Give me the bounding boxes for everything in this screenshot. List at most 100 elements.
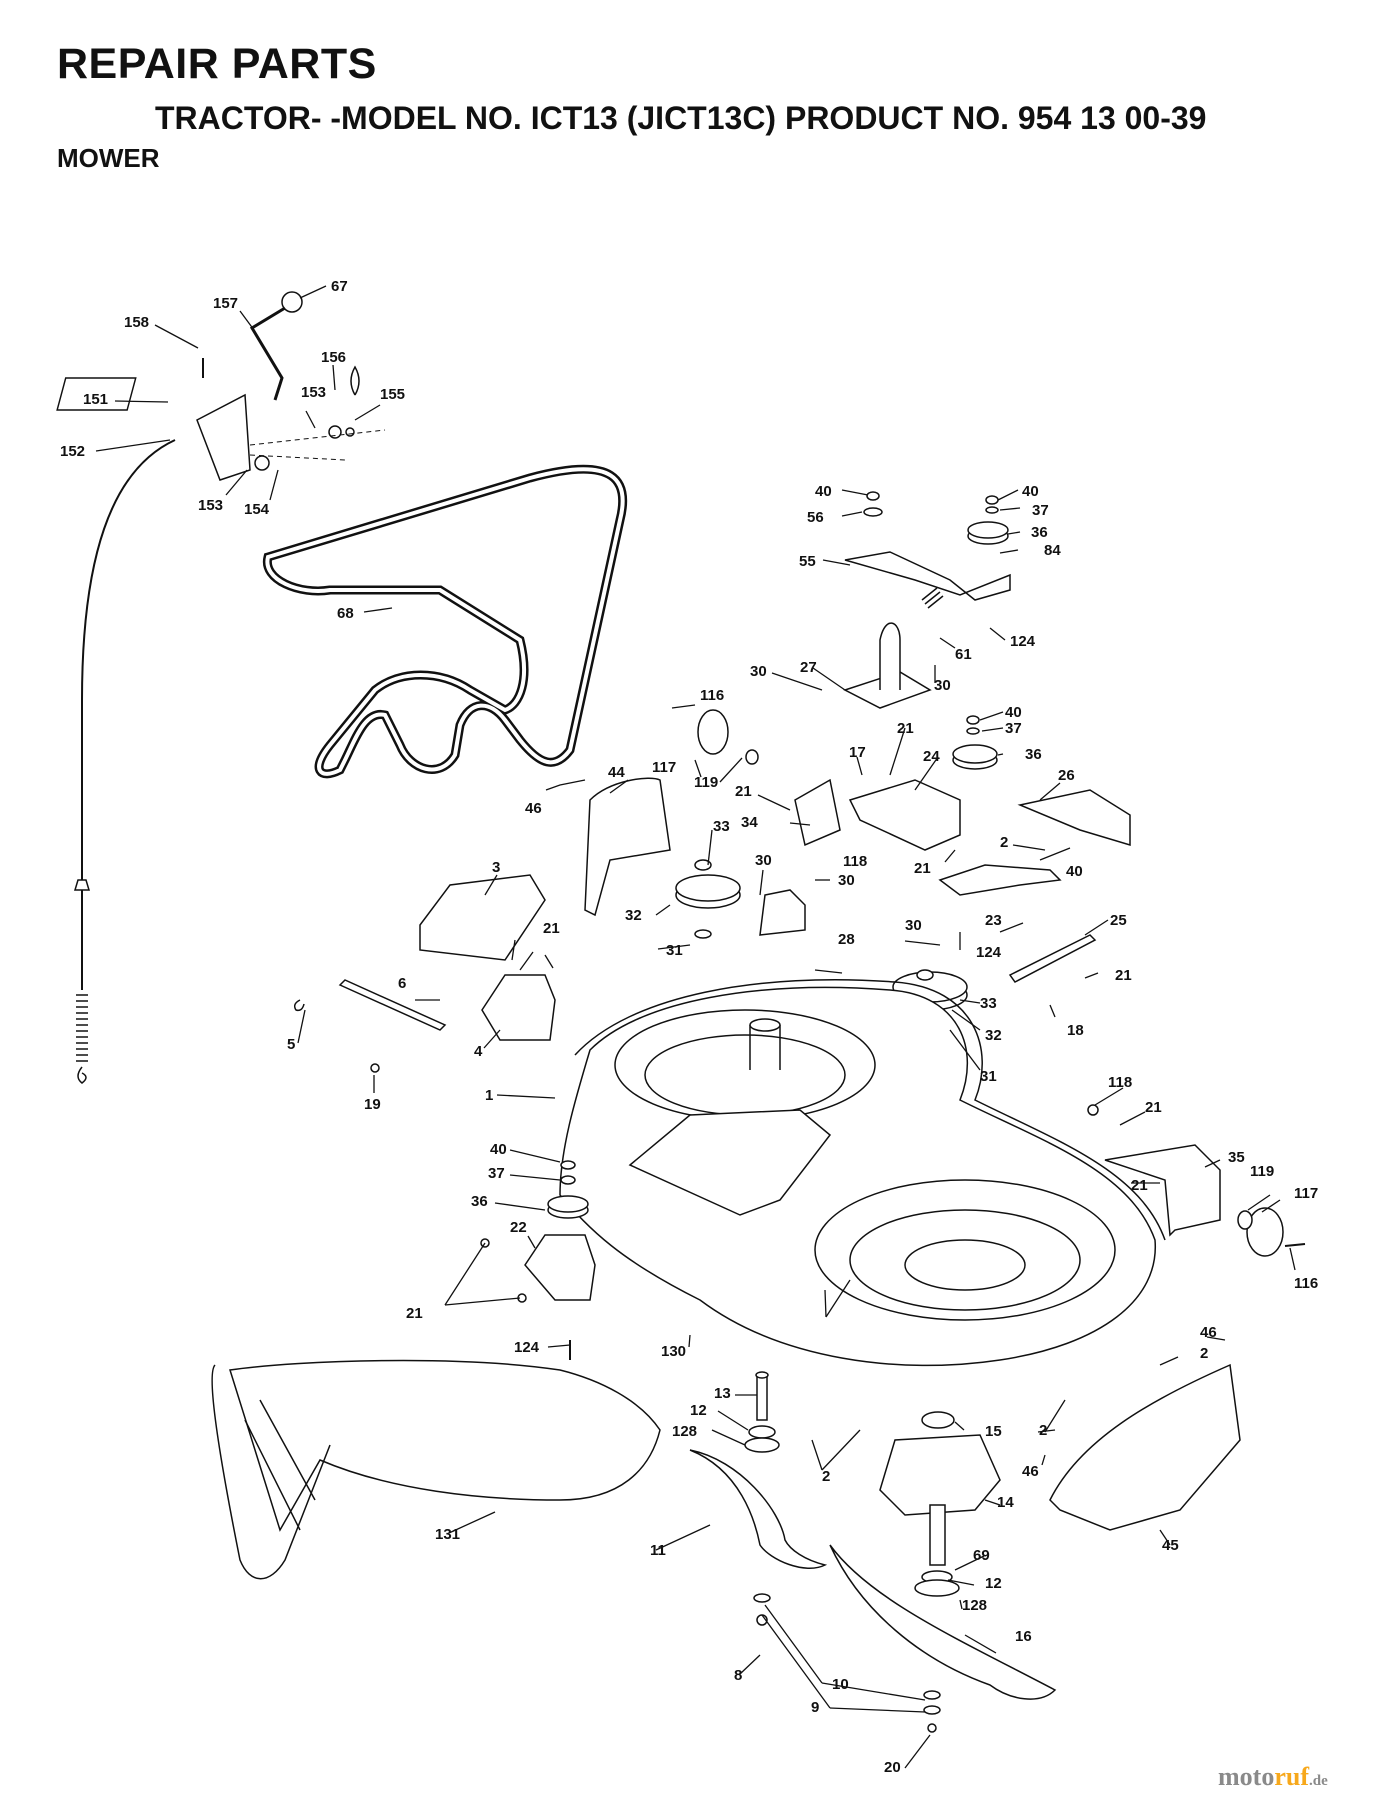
part-label: 21 xyxy=(735,783,752,800)
bracket-23 xyxy=(938,864,1062,896)
part-label: 45 xyxy=(1162,1537,1179,1554)
part-label: 30 xyxy=(838,872,855,889)
idler-support xyxy=(879,622,901,690)
discharge-chute-131 xyxy=(211,1359,661,1580)
bearing-128-right xyxy=(914,1579,960,1597)
idler-arm-assembly xyxy=(584,491,1131,1029)
bolt-20 xyxy=(927,1723,937,1733)
spring-61 xyxy=(921,587,944,609)
washer-10-right xyxy=(923,1690,941,1700)
part-label: 16 xyxy=(1015,1628,1032,1645)
part-label: 2 xyxy=(1000,834,1008,851)
part-label: 2 xyxy=(822,1468,830,1485)
part-label: 10 xyxy=(832,1676,849,1693)
spindles-blades xyxy=(689,1363,1241,1733)
part-label: 4 xyxy=(474,1043,483,1060)
part-label: 6 xyxy=(398,975,406,992)
part-label: 128 xyxy=(672,1423,697,1440)
part-label: 5 xyxy=(287,1036,295,1053)
part-label: 46 xyxy=(1200,1324,1217,1341)
part-label: 30 xyxy=(934,677,951,694)
part-label: 14 xyxy=(997,1494,1014,1511)
mower-belt xyxy=(262,464,628,779)
spindle-13 xyxy=(756,1374,768,1421)
blade-11-left xyxy=(689,1449,828,1569)
link-25 xyxy=(1008,934,1097,983)
lever-mount xyxy=(196,393,251,481)
bracket-35 xyxy=(1104,1144,1221,1237)
part-label: 25 xyxy=(1110,912,1127,929)
part-label: 37 xyxy=(488,1165,505,1182)
part-label: 46 xyxy=(525,800,542,817)
lift-lever-assembly xyxy=(56,291,386,1084)
part-label: 27 xyxy=(800,659,817,676)
idler-wheel-117-right xyxy=(1246,1207,1284,1257)
clip-5 xyxy=(293,999,305,1012)
part-label: 128 xyxy=(962,1597,987,1614)
part-label: 32 xyxy=(625,907,642,924)
part-label: 24 xyxy=(923,748,940,765)
part-label: 156 xyxy=(321,349,346,366)
idler-arm-55 xyxy=(844,551,1011,601)
washer-10-left xyxy=(753,1593,771,1603)
lever-spring xyxy=(350,365,360,396)
washer-119-left xyxy=(745,749,759,765)
part-label: 18 xyxy=(1067,1022,1084,1039)
part-label: 152 xyxy=(60,443,85,460)
part-label: 40 xyxy=(490,1141,507,1158)
part-label: 55 xyxy=(799,553,816,570)
part-label: 158 xyxy=(124,314,149,331)
part-number-labels: 67 157 158 156 151 153 155 152 153 154 6… xyxy=(60,278,1318,1776)
bracket-26 xyxy=(1017,789,1131,847)
part-label: 84 xyxy=(1044,542,1061,559)
part-label: 22 xyxy=(510,1219,527,1236)
bearing-12 xyxy=(748,1425,776,1439)
lever-knob xyxy=(281,291,303,313)
part-label: 40 xyxy=(815,483,832,500)
part-label: 33 xyxy=(713,818,730,835)
part-label: 1 xyxy=(485,1087,493,1104)
spacer-56 xyxy=(863,507,883,517)
spindle-post xyxy=(749,1025,781,1070)
part-label: 2 xyxy=(1200,1345,1208,1362)
part-label: 153 xyxy=(301,384,326,401)
part-label: 21 xyxy=(914,860,931,877)
part-label: 119 xyxy=(694,774,718,791)
part-label: 154 xyxy=(244,501,270,518)
spindle-housing-14 xyxy=(879,1434,1001,1516)
part-label: 118 xyxy=(1108,1074,1132,1091)
part-label: 32 xyxy=(985,1027,1002,1044)
washer-37-top xyxy=(985,506,999,514)
part-label: 61 xyxy=(955,646,972,663)
part-label: 36 xyxy=(1025,746,1042,763)
nut-118-right xyxy=(1087,1104,1099,1116)
watermark-logo: motoruf.de xyxy=(1218,1762,1328,1791)
lift-lever xyxy=(249,306,286,401)
spindle-69 xyxy=(929,1504,946,1566)
part-label: 118 xyxy=(843,853,867,870)
leader-lines xyxy=(95,285,1296,1769)
part-label: 13 xyxy=(714,1385,731,1402)
part-label: 20 xyxy=(884,1759,901,1776)
part-label: 36 xyxy=(1031,524,1048,541)
bracket-24 xyxy=(848,779,961,851)
part-label: 21 xyxy=(406,1305,423,1322)
baffle-45 xyxy=(1049,1363,1241,1531)
shield-44 xyxy=(584,777,671,917)
part-label: 116 xyxy=(700,687,724,704)
cable-spring xyxy=(76,994,88,1062)
part-label: 67 xyxy=(331,278,348,295)
bolt-19 xyxy=(370,1063,380,1073)
model-subtitle: TRACTOR- -MODEL NO. ICT13 (JICT13C) PROD… xyxy=(155,100,1207,136)
washer-37-mid xyxy=(966,727,980,735)
part-label: 34 xyxy=(741,814,758,831)
washer-37-left xyxy=(560,1175,576,1185)
part-label: 119 xyxy=(1250,1163,1274,1180)
bracket-34 xyxy=(794,778,841,847)
blade-16-right xyxy=(829,1544,1057,1700)
part-label: 117 xyxy=(1294,1185,1318,1202)
lift-cable xyxy=(81,439,176,880)
right-side-assembly xyxy=(1087,1104,1306,1257)
rod-6 xyxy=(338,979,447,1031)
bearing-128 xyxy=(744,1437,780,1453)
